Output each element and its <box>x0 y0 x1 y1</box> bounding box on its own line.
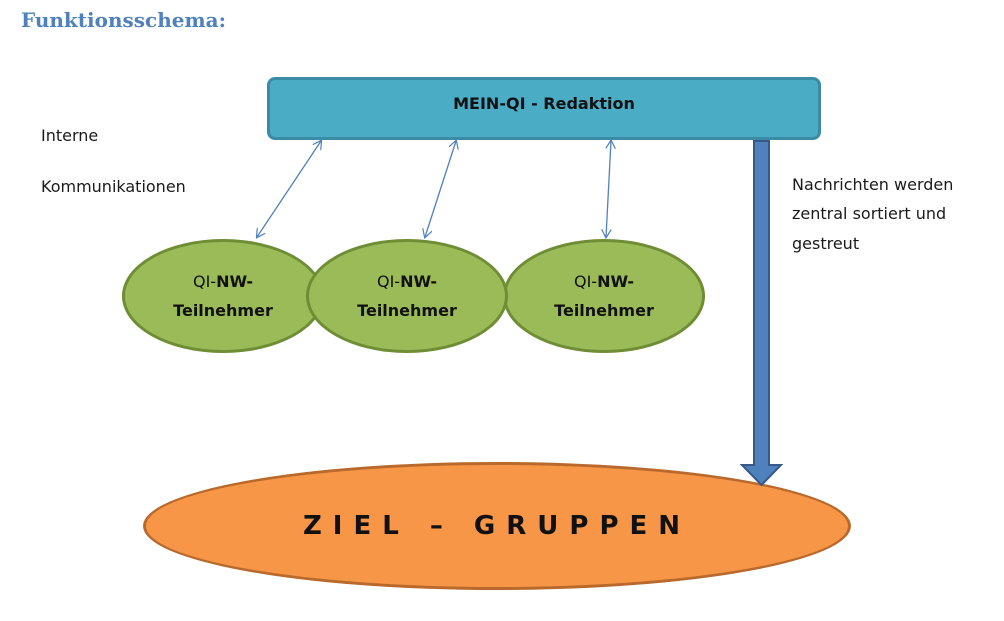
two-way-arrow-2 <box>425 141 456 237</box>
participant-node-3-line1: QI-NW- <box>573 272 635 291</box>
editorial-box: MEIN-QI - Redaktion <box>267 77 821 140</box>
internal-comm-label-line2: Kommunikationen <box>41 177 186 196</box>
distribution-arrow <box>739 140 784 487</box>
target-groups-ellipse: ZIEL – GRUPPEN <box>143 462 851 590</box>
diagram-heading: Funktionsschema: <box>21 8 226 32</box>
distribution-note-line3: gestreut <box>792 234 860 253</box>
editorial-box-label: MEIN-QI - Redaktion <box>453 94 635 113</box>
participant-node-3-line2: Teilnehmer <box>554 301 654 320</box>
participant-node-1-line1: QI-NW- <box>192 272 254 291</box>
participant-node-1: QI-NW- Teilnehmer <box>122 239 324 353</box>
participant-node-2-line2: Teilnehmer <box>357 301 457 320</box>
participant-node-2: QI-NW- Teilnehmer <box>306 239 508 353</box>
two-way-arrow-1 <box>257 141 321 237</box>
participant-node-3: QI-NW- Teilnehmer <box>503 239 705 353</box>
distribution-note-line2: zentral sortiert und <box>792 204 947 223</box>
two-way-arrow-3 <box>606 141 611 237</box>
target-groups-label: ZIEL – GRUPPEN <box>302 511 692 541</box>
participant-node-1-line2: Teilnehmer <box>173 301 273 320</box>
distribution-note-line1: Nachrichten werden <box>792 175 954 194</box>
participant-node-2-line1: QI-NW- <box>376 272 438 291</box>
internal-comm-label-line1: Interne <box>41 126 99 145</box>
